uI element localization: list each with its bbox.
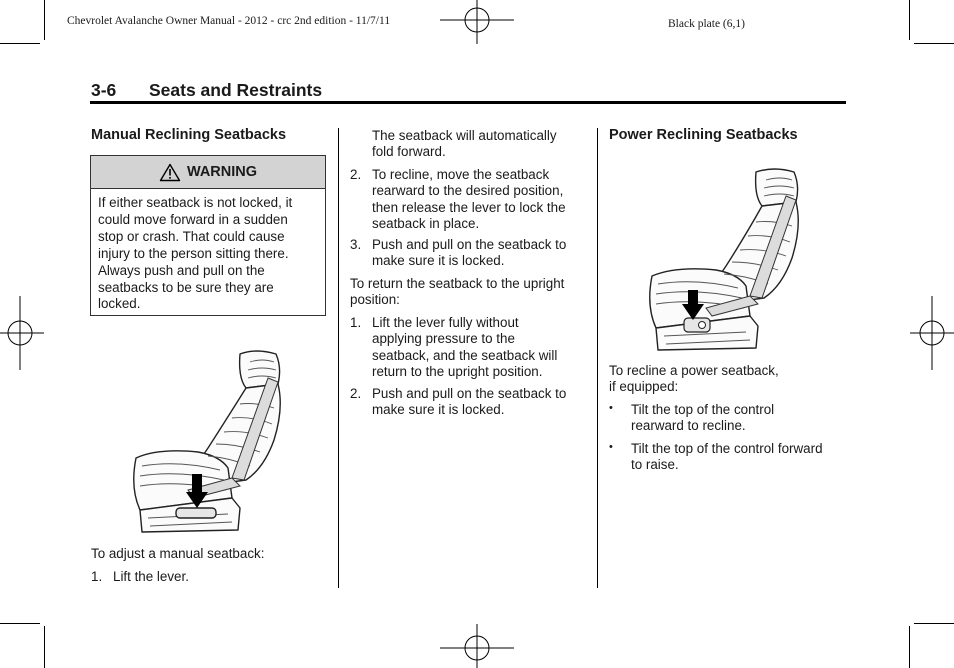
warning-box: WARNING If either seatback is not locked… xyxy=(90,155,326,316)
bullet-icon: • xyxy=(609,441,613,453)
bullet-text: Tilt the top of the control forward to r… xyxy=(631,441,823,474)
crop-mark xyxy=(909,626,910,668)
text-line: if equipped: xyxy=(609,379,679,395)
crop-mark xyxy=(914,623,954,624)
step-text: To recline, move the seatback rearward t… xyxy=(372,167,566,232)
print-header-left: Chevrolet Avalanche Owner Manual - 2012 … xyxy=(67,15,391,27)
warning-triangle-icon xyxy=(159,163,181,181)
bullet-icon: • xyxy=(609,402,613,414)
text-line: To recline, move the seatback xyxy=(372,167,550,182)
down-arrow-icon xyxy=(186,474,208,508)
warning-label: WARNING xyxy=(186,164,258,180)
text-line: rearward to recline. xyxy=(631,418,746,434)
text-line: to raise. xyxy=(631,457,679,473)
column-divider xyxy=(597,128,598,588)
column-divider xyxy=(338,128,339,588)
section-title: Seats and Restraints xyxy=(149,80,323,100)
crop-mark xyxy=(0,623,40,624)
step-text: Lift the lever fully without applying pr… xyxy=(372,315,557,380)
warning-header: WARNING xyxy=(91,156,325,189)
step-continuation: The seatback will automatically fold for… xyxy=(372,128,557,161)
text-line: Push and pull on the seatback to xyxy=(372,386,567,401)
step-text: Push and pull on the seatback to make su… xyxy=(372,386,566,419)
text-line: seatback in place. xyxy=(372,215,480,231)
section-rule xyxy=(90,101,846,104)
warning-line: seatbacks to be sure they are xyxy=(98,279,274,295)
registration-mark-icon xyxy=(0,296,44,370)
step-number: 3. xyxy=(350,237,362,252)
manual-recline-heading: Manual Reclining Seatbacks xyxy=(91,127,287,143)
warning-line: could move forward in a sudden xyxy=(98,211,288,227)
text-line: seatback, and the seatback will xyxy=(372,347,558,363)
crop-mark xyxy=(44,0,45,40)
text-line: make sure it is locked. xyxy=(372,402,505,418)
text-line: The seatback will automatically xyxy=(372,128,557,143)
power-recline-heading: Power Reclining Seatbacks xyxy=(609,127,798,143)
warning-line: stop or crash. That could cause xyxy=(98,228,285,244)
warning-text: If either seatback is not locked, it cou… xyxy=(91,189,325,313)
power-intro: To recline a power seatback, if equipped… xyxy=(609,363,779,396)
text-line: To return the seatback to the upright xyxy=(350,276,565,291)
warning-line: Always push and pull on the xyxy=(98,262,265,278)
down-arrow-icon xyxy=(682,290,704,320)
text-line: position: xyxy=(350,292,400,308)
step-number: 2. xyxy=(350,167,362,182)
upright-intro: To return the seatback to the upright po… xyxy=(350,276,564,309)
print-header-right: Black plate (6,1) xyxy=(668,18,745,30)
adjust-intro: To adjust a manual seatback: xyxy=(91,546,265,561)
crop-mark xyxy=(914,43,954,44)
warning-line: locked. xyxy=(98,296,141,312)
text-line: Tilt the top of the control xyxy=(631,402,775,417)
warning-line: If either seatback is not locked, it xyxy=(98,195,293,210)
step-number: 1. xyxy=(91,569,103,584)
step-number: 2. xyxy=(350,386,362,401)
text-line: Tilt the top of the control forward xyxy=(631,441,823,456)
text-line: return to the upright position. xyxy=(372,363,543,379)
text-line: then release the lever to lock the xyxy=(372,199,566,215)
step-number: 1. xyxy=(350,315,362,330)
crop-mark xyxy=(909,0,910,40)
section-number: 3-6 xyxy=(91,80,117,100)
text-line: Push and pull on the seatback to xyxy=(372,237,567,252)
text-line: To recline a power seatback, xyxy=(609,363,779,378)
bullet-text: Tilt the top of the control rearward to … xyxy=(631,402,774,435)
registration-mark-icon xyxy=(910,296,954,370)
step-text: Push and pull on the seatback to make su… xyxy=(372,237,566,270)
power-seat-illustration xyxy=(649,168,799,351)
crop-mark xyxy=(44,626,45,668)
warning-line: injury to the person sitting there. xyxy=(98,245,289,261)
step-text: Lift the lever. xyxy=(113,569,189,584)
text-line: Lift the lever fully without xyxy=(372,315,519,330)
manual-seat-illustration xyxy=(133,350,281,533)
text-line: fold forward. xyxy=(372,144,446,160)
registration-mark-icon xyxy=(440,0,514,44)
text-line: make sure it is locked. xyxy=(372,253,505,269)
crop-mark xyxy=(0,43,40,44)
text-line: applying pressure to the xyxy=(372,331,515,347)
text-line: rearward to the desired position, xyxy=(372,183,564,199)
registration-mark-icon xyxy=(440,624,514,668)
